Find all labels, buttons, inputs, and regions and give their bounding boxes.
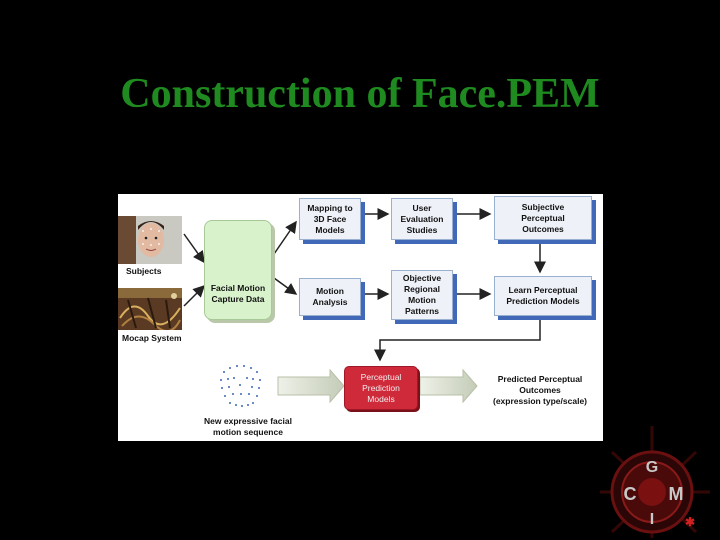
subjective-line-1: Subjective xyxy=(522,202,565,213)
svg-text:M: M xyxy=(669,484,684,504)
subjective-outcomes-box: Subjective Perceptual Outcomes xyxy=(494,196,592,240)
motion-analysis-line-1: Motion xyxy=(316,286,344,297)
arrow-learn-to-pem xyxy=(380,318,540,360)
subjective-line-2: Perceptual xyxy=(521,213,564,224)
new-sequence-dots xyxy=(220,365,261,407)
big-arrow-pem-to-predicted xyxy=(420,370,477,402)
subject-photo xyxy=(118,216,182,264)
objective-line-3: Motion xyxy=(408,295,436,306)
objective-line-2: Regional xyxy=(404,284,440,295)
cgim-lab-logo-icon: G C M I ✱ xyxy=(600,420,720,540)
subjective-line-3: Outcomes xyxy=(522,224,564,235)
predicted-line-2: Outcomes xyxy=(480,385,600,396)
objective-line-4: Patterns xyxy=(405,306,439,317)
predicted-outcomes-label: Predicted Perceptual Outcomes (expressio… xyxy=(480,374,600,407)
capture-line-2: Capture Data xyxy=(212,294,265,305)
user-evaluation-box: User Evaluation Studies xyxy=(391,198,453,240)
pem-line-3: Models xyxy=(367,394,394,405)
slide-title: Construction of Face.PEM xyxy=(0,70,720,118)
pem-line-1: Perceptual xyxy=(361,372,402,383)
user-eval-line-3: Studies xyxy=(407,225,438,236)
arrow-capture-to-motion-analysis xyxy=(274,278,296,294)
big-arrow-sequence-to-pem xyxy=(278,370,344,402)
new-sequence-label: New expressive facial motion sequence xyxy=(198,416,298,438)
arrow-subjects-to-capture xyxy=(184,234,204,262)
perceptual-prediction-models-box: Perceptual Prediction Models xyxy=(344,366,418,410)
user-eval-line-2: Evaluation xyxy=(401,214,444,225)
mapping-to-3d-face-box: Mapping to 3D Face Models xyxy=(299,198,361,240)
motion-analysis-box: Motion Analysis xyxy=(299,278,361,316)
svg-text:C: C xyxy=(624,484,637,504)
svg-text:G: G xyxy=(646,459,658,476)
mocap-system-photo xyxy=(118,288,182,330)
facepem-diagram: Subjects Mocap System Facial Motion Capt… xyxy=(118,194,603,441)
mapping-line-2: 3D Face xyxy=(314,214,347,225)
motion-analysis-line-2: Analysis xyxy=(313,297,348,308)
arrow-capture-to-mapping xyxy=(274,222,296,254)
facial-motion-capture-box: Facial Motion Capture Data xyxy=(204,220,272,320)
learn-line-2: Prediction Models xyxy=(506,296,579,307)
svg-text:I: I xyxy=(650,511,654,528)
learn-prediction-models-box: Learn Perceptual Prediction Models xyxy=(494,276,592,316)
mapping-line-3: Models xyxy=(315,225,344,236)
user-eval-line-1: User xyxy=(413,203,432,214)
subjects-label: Subjects xyxy=(126,266,161,276)
pem-line-2: Prediction xyxy=(362,383,400,394)
new-sequence-line-2: motion sequence xyxy=(198,427,298,438)
predicted-line-3: (expression type/scale) xyxy=(480,396,600,407)
learn-line-1: Learn Perceptual xyxy=(509,285,578,296)
predicted-line-1: Predicted Perceptual xyxy=(480,374,600,385)
capture-line-1: Facial Motion xyxy=(211,283,265,294)
new-sequence-line-1: New expressive facial xyxy=(198,416,298,427)
svg-text:✱: ✱ xyxy=(685,515,695,529)
mocap-system-label: Mocap System xyxy=(122,333,182,343)
mapping-line-1: Mapping to xyxy=(307,203,352,214)
objective-line-1: Objective xyxy=(403,273,441,284)
arrow-mocap-to-capture xyxy=(184,286,204,306)
objective-motion-patterns-box: Objective Regional Motion Patterns xyxy=(391,270,453,320)
